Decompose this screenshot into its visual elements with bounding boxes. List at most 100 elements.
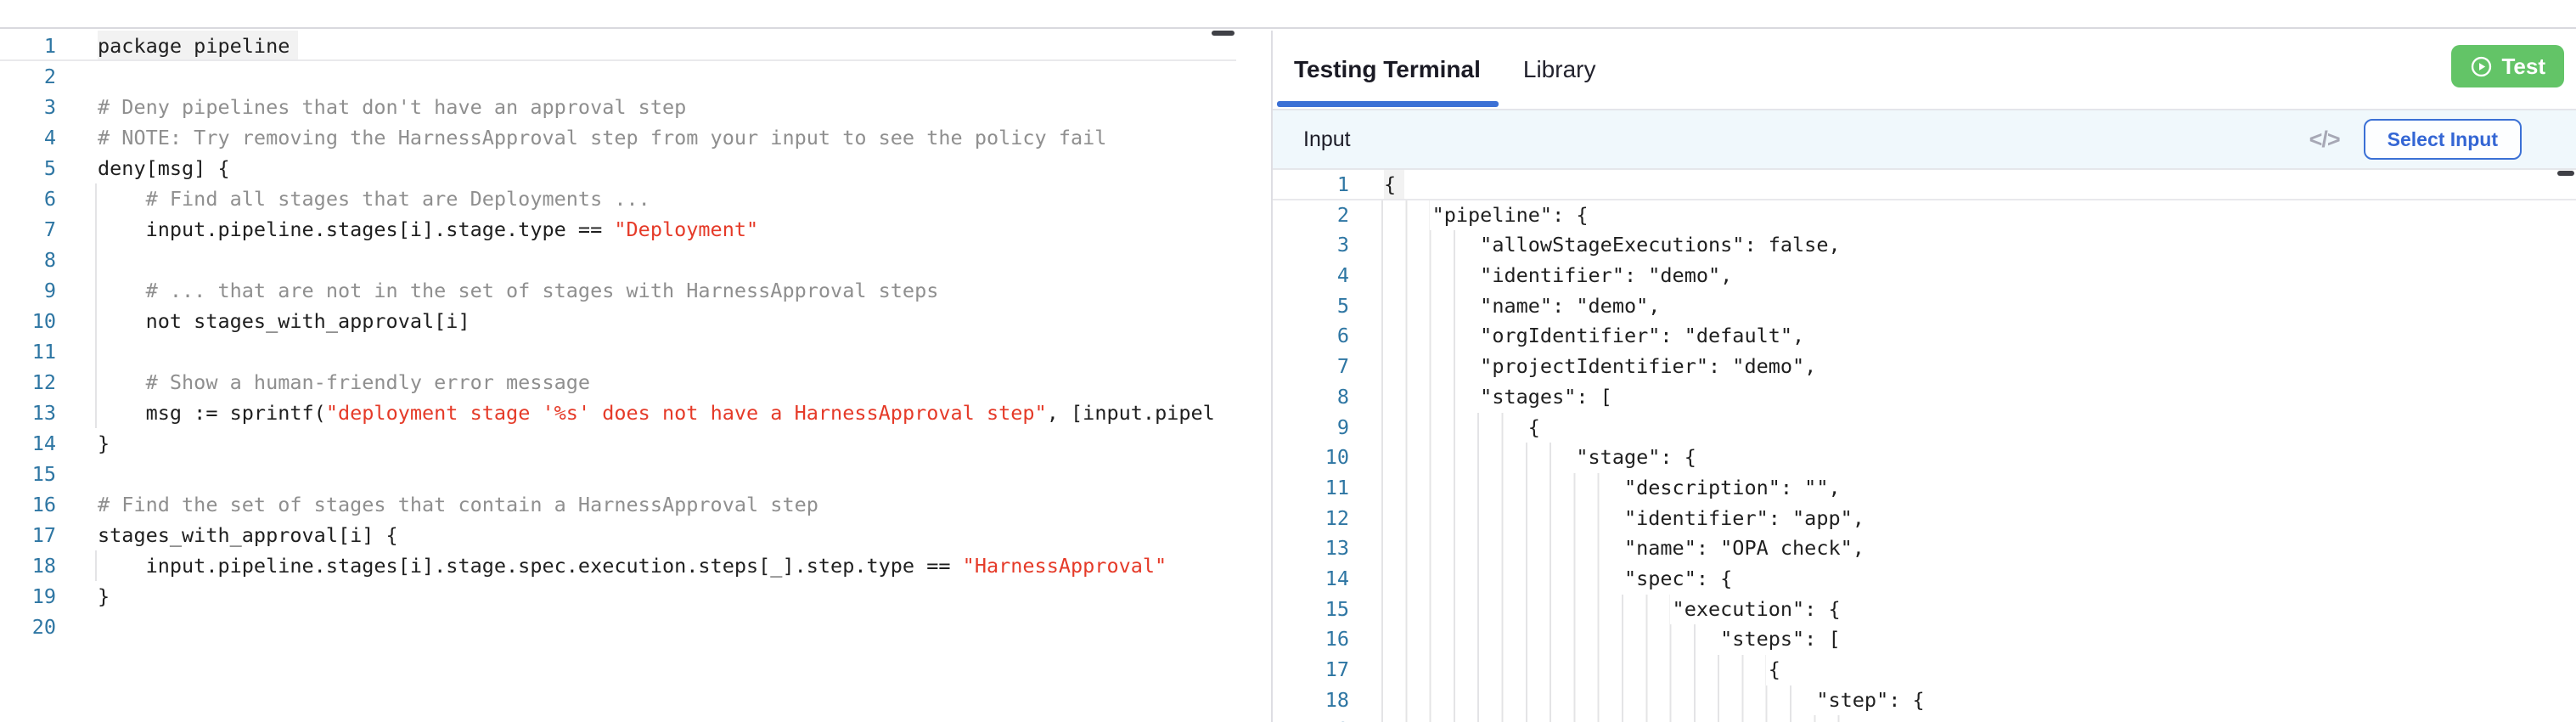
code-line[interactable]: 16# Find the set of stages that contain … bbox=[0, 489, 1236, 520]
play-circle-icon bbox=[2470, 55, 2493, 78]
line-number: 9 bbox=[1336, 415, 1349, 439]
code-line[interactable]: 8 bbox=[0, 245, 1236, 275]
code-line[interactable]: 11 bbox=[0, 336, 1236, 367]
select-input-button[interactable]: Select Input bbox=[2363, 119, 2522, 160]
line-number: 19 bbox=[1273, 715, 1349, 722]
indent-guides bbox=[1381, 655, 1766, 685]
code-line-content bbox=[56, 459, 1236, 489]
indent-guides bbox=[1381, 443, 1574, 473]
code-line-content: "allowStageExecutions": false, bbox=[1349, 230, 2576, 262]
code-line[interactable]: 12 # Show a human-friendly error message bbox=[0, 367, 1236, 398]
code-line[interactable]: 13 msg := sprintf("deployment stage '%s'… bbox=[0, 398, 1236, 428]
line-number: 14 bbox=[1325, 566, 1349, 590]
code-line[interactable]: 15 bbox=[0, 459, 1236, 489]
code-line-content: package pipeline bbox=[56, 31, 1236, 61]
code-line-content: "identifier": "app", bbox=[1349, 503, 2576, 534]
code-line-content: "pipeline": { bbox=[1349, 200, 2576, 231]
code-line-content: "stages": [ bbox=[1349, 381, 2576, 413]
code-line[interactable]: 6 # Find all stages that are Deployments… bbox=[0, 183, 1236, 214]
code-line-content bbox=[1349, 715, 2576, 722]
code-line-content: "step": { bbox=[1349, 685, 2576, 716]
line-number: 16 bbox=[31, 493, 56, 516]
line-number: 19 bbox=[31, 584, 56, 608]
code-line[interactable]: 3# Deny pipelines that don't have an app… bbox=[0, 92, 1236, 122]
code-line[interactable]: 4 "identifier": "demo", bbox=[1273, 261, 2576, 291]
code-line[interactable]: 11 "description": "", bbox=[1273, 472, 2576, 504]
indent-guides bbox=[1381, 381, 1478, 413]
code-line[interactable]: 14} bbox=[0, 428, 1236, 459]
line-number: 2 bbox=[1336, 202, 1349, 227]
input-json-editor[interactable]: 1{2 "pipeline": {3 "allowStageExecutions… bbox=[1273, 170, 2576, 722]
code-line-content: "name": "OPA check", bbox=[1349, 533, 2576, 564]
code-line-content: # ... that are not in the set of stages … bbox=[56, 275, 1236, 306]
line-number: 5 bbox=[43, 156, 56, 180]
code-line[interactable]: 9 # ... that are not in the set of stage… bbox=[0, 275, 1236, 306]
line-number: 11 bbox=[1325, 475, 1349, 499]
testing-panel-tabs: Testing Terminal Library Test bbox=[1273, 31, 2576, 108]
indent-guides bbox=[1381, 563, 1622, 595]
code-line[interactable]: 20 bbox=[0, 612, 1236, 642]
line-number: 9 bbox=[43, 279, 56, 302]
code-line[interactable]: 2 "pipeline": { bbox=[1273, 200, 2576, 231]
code-line[interactable]: 7 "projectIdentifier": "demo", bbox=[1273, 352, 2576, 382]
code-line[interactable]: 7 input.pipeline.stages[i].stage.type ==… bbox=[0, 214, 1236, 245]
code-line[interactable]: 15 "execution": { bbox=[1273, 594, 2576, 625]
input-section-header: Input </> Select Input bbox=[1273, 109, 2576, 170]
input-json-editor-scrollbar-thumb[interactable] bbox=[2557, 171, 2574, 176]
code-line[interactable]: 18 input.pipeline.stages[i].stage.spec.e… bbox=[0, 550, 1236, 581]
code-line[interactable]: 3 "allowStageExecutions": false, bbox=[1273, 230, 2576, 262]
code-line[interactable]: 18 "step": { bbox=[1273, 685, 2576, 716]
code-line[interactable]: 8 "stages": [ bbox=[1273, 381, 2576, 413]
code-line[interactable]: 19 bbox=[1273, 715, 2576, 722]
line-number: 13 bbox=[1325, 536, 1349, 561]
code-line[interactable]: 1{ bbox=[1273, 170, 2576, 200]
line-number: 17 bbox=[1325, 657, 1349, 681]
line-number: 8 bbox=[1336, 384, 1349, 409]
tab-testing-terminal[interactable]: Testing Terminal bbox=[1294, 55, 1481, 82]
code-line[interactable]: 9 { bbox=[1273, 412, 2576, 443]
line-number: 18 bbox=[31, 554, 56, 578]
code-line[interactable]: 6 "orgIdentifier": "default", bbox=[1273, 321, 2576, 353]
code-line-content: "name": "demo", bbox=[1349, 290, 2576, 322]
line-number: 15 bbox=[1325, 596, 1349, 621]
line-number: 6 bbox=[43, 187, 56, 211]
indent-guides bbox=[1381, 624, 1718, 655]
line-number: 13 bbox=[31, 401, 56, 425]
line-number: 8 bbox=[43, 248, 56, 272]
indent-guides bbox=[1381, 412, 1526, 443]
indent-guides bbox=[1381, 230, 1478, 262]
testing-panel: Testing Terminal Library Test Input </> … bbox=[1273, 31, 2576, 722]
indent-guides bbox=[1381, 685, 1814, 716]
code-line[interactable]: 16 "steps": [ bbox=[1273, 624, 2576, 655]
code-line-content: { bbox=[1349, 412, 2576, 443]
code-line[interactable]: 14 "spec": { bbox=[1273, 563, 2576, 595]
code-line[interactable]: 13 "name": "OPA check", bbox=[1273, 533, 2576, 564]
line-number: 12 bbox=[1325, 505, 1349, 530]
code-line[interactable]: 10 "stage": { bbox=[1273, 443, 2576, 473]
top-bar bbox=[0, 0, 2576, 29]
code-line[interactable]: 4# NOTE: Try removing the HarnessApprova… bbox=[0, 122, 1236, 153]
line-number: 7 bbox=[1336, 354, 1349, 379]
code-line[interactable]: 10 not stages_with_approval[i] bbox=[0, 306, 1236, 336]
code-line-content: input.pipeline.stages[i].stage.spec.exec… bbox=[56, 550, 1236, 581]
code-line[interactable]: 12 "identifier": "app", bbox=[1273, 503, 2576, 534]
code-line-content: # Find all stages that are Deployments .… bbox=[56, 183, 1236, 214]
rego-editor-scrollbar-thumb[interactable] bbox=[1212, 31, 1235, 36]
line-number: 2 bbox=[43, 65, 56, 88]
code-line-content: { bbox=[1349, 170, 2576, 200]
code-line[interactable]: 2 bbox=[0, 61, 1236, 92]
indent-guides bbox=[1381, 472, 1622, 504]
code-line[interactable]: 17 { bbox=[1273, 655, 2576, 685]
test-button[interactable]: Test bbox=[2451, 45, 2564, 87]
tab-library[interactable]: Library bbox=[1522, 55, 1596, 82]
line-number: 10 bbox=[1325, 445, 1349, 470]
code-icon[interactable]: </> bbox=[2309, 126, 2341, 152]
code-line[interactable]: 19} bbox=[0, 581, 1236, 612]
code-line[interactable]: 5 "name": "demo", bbox=[1273, 290, 2576, 322]
code-line-content bbox=[56, 245, 1236, 275]
test-button-label: Test bbox=[2501, 53, 2545, 79]
